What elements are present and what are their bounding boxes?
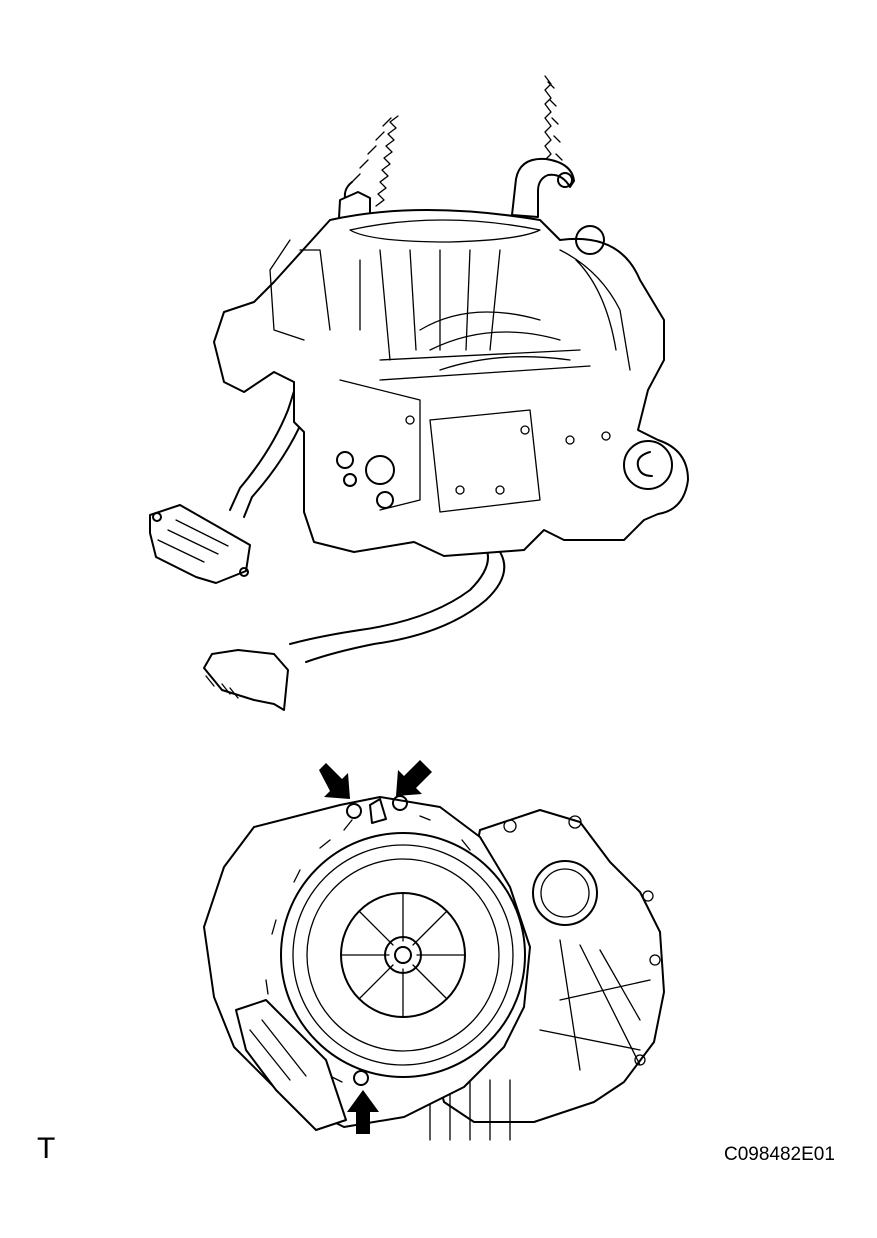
connector-left — [149, 504, 251, 584]
connector-right — [203, 649, 289, 711]
lifting-bracket-right — [511, 157, 575, 218]
corner-letter: T — [37, 1132, 56, 1165]
bolt-hole-bottom — [353, 1070, 369, 1086]
bolt-hole-top-left — [346, 803, 362, 819]
converter-spokes — [340, 892, 466, 1018]
harness-lower-left — [235, 999, 347, 1131]
torque-converter — [280, 832, 526, 1078]
hanging-transaxle-illustration — [149, 75, 689, 711]
bolt-hole-top-right — [392, 795, 408, 811]
transaxle-case — [213, 209, 689, 557]
figure-code: C098482E01 — [724, 1144, 835, 1165]
lifting-chain-left — [343, 115, 399, 207]
arrow-icon — [347, 1090, 379, 1134]
arrow-icon — [396, 760, 432, 796]
bellhousing-view-illustration — [203, 760, 665, 1141]
harness-cable-right — [289, 539, 506, 663]
lifting-chain-right — [544, 75, 563, 175]
arrow-icon — [319, 763, 350, 799]
